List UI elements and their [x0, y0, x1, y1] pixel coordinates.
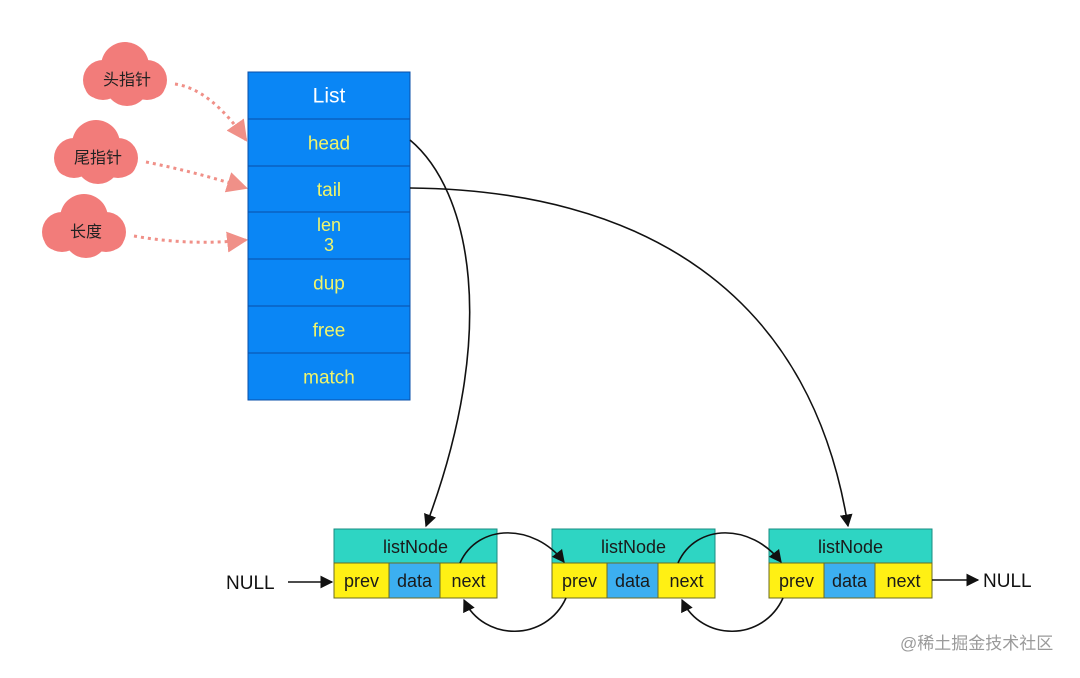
node-cell-label-prev: prev [344, 571, 379, 591]
struct-row-title [247, 71, 411, 120]
cloud-len: 长度 [42, 194, 249, 258]
struct-label-title: List [313, 85, 346, 108]
struct-label-len: len [317, 215, 341, 235]
cloud-arrow-len [133, 231, 249, 253]
head-pointer-line [409, 139, 471, 528]
next-link-1 [459, 532, 565, 564]
struct-label-head: head [308, 134, 350, 155]
node-cell-prev [333, 562, 390, 599]
next-link-2 [677, 532, 782, 564]
cloud-head: 头指针 [83, 42, 248, 142]
node-cell-prev [768, 562, 825, 599]
cloud-base [56, 152, 136, 176]
tail-pointer-line [409, 187, 853, 528]
node-cell-label-next: next [451, 571, 485, 591]
cloud-tail: 尾指针 [54, 120, 249, 193]
node-header [333, 528, 498, 564]
struct-label-free: free [313, 321, 346, 342]
node-cell-data [388, 562, 441, 599]
node-cell-label-data: data [397, 571, 433, 591]
node-cell-data [606, 562, 659, 599]
struct-row-match [247, 352, 411, 401]
prev-link-2 [463, 597, 567, 632]
node-title: listNode [383, 537, 448, 557]
watermark: @稀土掘金技术社区 [900, 634, 1053, 653]
node-cell-label-next: next [886, 571, 920, 591]
cloud-base [85, 74, 165, 98]
struct-row-head [247, 118, 411, 167]
node-cell-label-prev: prev [562, 571, 597, 591]
struct-label-match: match [303, 368, 355, 389]
prev-link-3 [681, 597, 784, 632]
cloud-base [44, 226, 124, 250]
node-cell-prev [551, 562, 608, 599]
node-cell-label-prev: prev [779, 571, 814, 591]
cloud-label-tail: 尾指针 [74, 149, 122, 167]
cloud-arrow-tail [145, 160, 249, 193]
cloud-label-head: 头指针 [103, 71, 151, 89]
null-right-label: NULL [983, 571, 1032, 592]
struct-row-len [247, 211, 411, 260]
node-cell-label-next: next [669, 571, 703, 591]
cloud-label-len: 长度 [70, 223, 102, 241]
node-cell-label-data: data [832, 571, 868, 591]
struct-label-tail: tail [317, 180, 341, 201]
struct-row-dup [247, 258, 411, 307]
node-header [551, 528, 716, 564]
node-cell-data [823, 562, 876, 599]
connectors [288, 139, 980, 632]
struct-row-tail [247, 165, 411, 213]
node-cell-next [657, 562, 716, 599]
node-cell-next [439, 562, 498, 599]
struct-label-len-value: 3 [324, 235, 334, 255]
cloud-arrow-head [174, 82, 248, 142]
node-cell-label-data: data [615, 571, 651, 591]
node-header [768, 528, 933, 564]
node-title: listNode [818, 537, 883, 557]
node-title: listNode [601, 537, 666, 557]
struct-label-dup: dup [313, 274, 345, 295]
null-left-label: NULL [226, 573, 275, 594]
struct-row-free [247, 305, 411, 354]
